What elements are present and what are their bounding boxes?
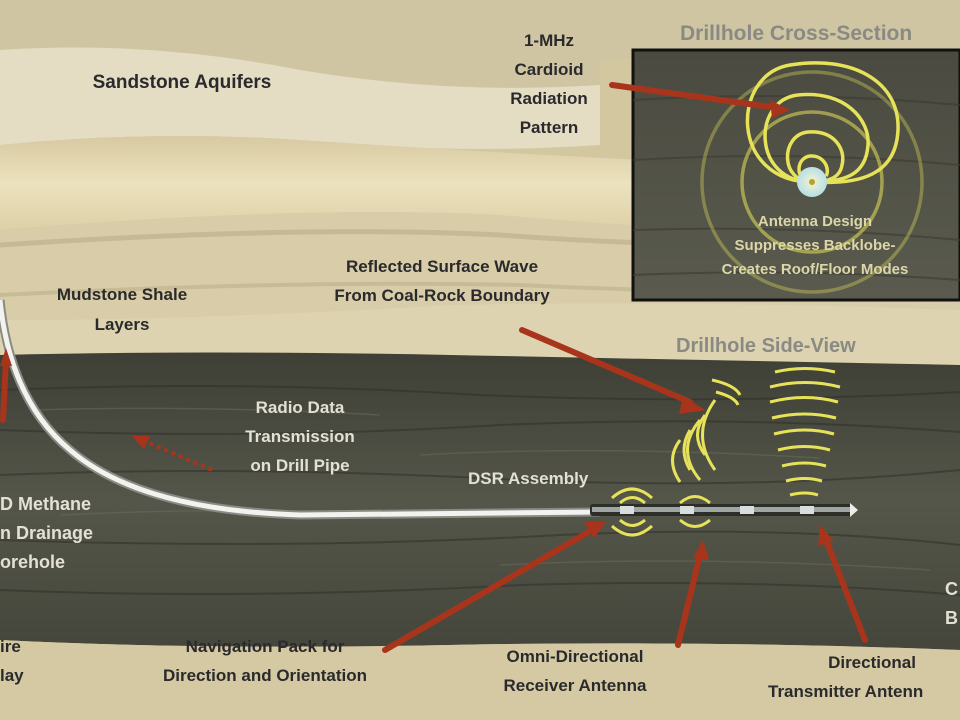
coal-seam: [0, 352, 960, 650]
arrow-reflected: [519, 327, 693, 405]
callout-arrows: [0, 82, 868, 653]
label-reflected-1: Reflected Surface Wave: [346, 257, 538, 276]
label-methane-3: orehole: [0, 552, 65, 572]
label-antenna-2: Suppresses Backlobe-: [735, 237, 896, 254]
label-left-bottom-2: lay: [0, 666, 24, 685]
label-directional-1: Directional: [828, 653, 916, 672]
label-left-bottom-1: ire: [0, 637, 21, 656]
borehole-pipe: [0, 299, 601, 520]
label-antenna-1: Antenna Design: [758, 213, 872, 230]
label-directional-2: Transmitter Antenn: [768, 682, 923, 701]
label-reflected-2: From Coal-Rock Boundary: [334, 286, 550, 305]
label-radio-1: Radio Data: [256, 398, 345, 417]
label-sandstone: Sandstone Aquifers: [93, 72, 272, 93]
label-navigation-2: Direction and Orientation: [163, 666, 367, 685]
cardioid-pattern: [700, 61, 924, 294]
arrow-omni: [675, 552, 703, 648]
label-omni-1: Omni-Directional: [507, 647, 644, 666]
label-omni-2: Receiver Antenna: [504, 676, 648, 695]
label-radio-3: on Drill Pipe: [250, 456, 349, 475]
arrow-left-edge: [0, 357, 9, 423]
dsr-assembly: [590, 503, 858, 517]
label-right-edge-2: B: [945, 608, 958, 628]
label-cardioid-3: Radiation: [510, 89, 587, 108]
pale-band: [0, 47, 600, 149]
label-methane-1: D Methane: [0, 494, 91, 514]
label-radio-2: Transmission: [245, 427, 355, 446]
label-mudstone-2: Layers: [95, 315, 150, 334]
side-view-wave-arcs: [610, 367, 841, 537]
label-cardioid-1: 1-MHz: [524, 31, 574, 50]
lower-sand-band: [0, 303, 960, 365]
label-right-edge-1: C: [945, 579, 958, 599]
dotted-arrow-radio: [132, 436, 213, 472]
label-mudstone-1: Mudstone Shale: [57, 285, 187, 304]
label-methane-2: n Drainage: [0, 523, 93, 543]
arrow-directional: [823, 537, 868, 643]
label-cardioid-2: Cardioid: [515, 60, 584, 79]
cross-section-inset: [631, 48, 960, 302]
label-cardioid-4: Pattern: [520, 118, 579, 137]
label-navigation-1: Navigation Pack for: [186, 637, 345, 656]
arrow-navigation: [382, 527, 595, 653]
arrow-cardioid: [609, 82, 781, 111]
floor-layer: [0, 640, 960, 720]
text-labels: Sandstone Aquifers 1-MHz Cardioid Radiat…: [0, 22, 958, 701]
cross-section-title: Drillhole Cross-Section: [680, 22, 912, 45]
side-view-title: Drillhole Side-View: [676, 335, 856, 357]
label-dsr: DSR Assembly: [468, 469, 589, 488]
label-antenna-3: Creates Roof/Floor Modes: [722, 261, 909, 278]
